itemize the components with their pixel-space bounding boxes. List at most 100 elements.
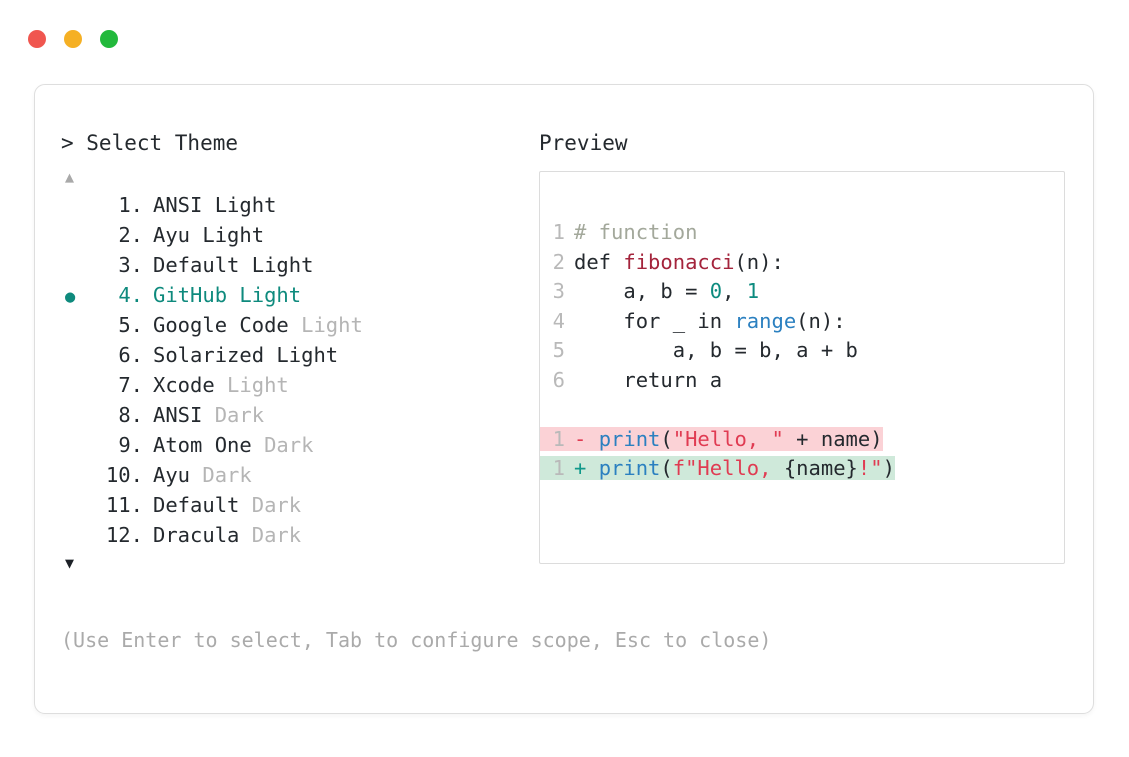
theme-item-variant: Dark [202,403,265,427]
theme-list-item[interactable]: 11.Default Dark [61,493,531,523]
code-token-plain: for _ in [574,308,735,333]
theme-item-name: Dracula [153,523,240,547]
code-line: 2 def fibonacci(n): [540,250,1064,280]
diff-line-highlight: 1+ print(f"Hello, {name}!") [540,456,895,480]
code-token-punct: ) [882,456,895,480]
code-token-punct: (n): [796,308,846,333]
code-line: 5 a, b = b, a + b [540,338,1064,368]
code-token-str: "Hello, " [672,426,784,451]
diff-line-del: 1- print("Hello, " + name) [540,426,1064,457]
theme-item-number: 8. [118,403,143,427]
theme-item-number: 6. [118,343,143,367]
theme-list-item[interactable]: 12.Dracula Dark [61,523,531,553]
code-line: 6 return a [540,368,1064,398]
minimize-dot[interactable] [64,30,82,48]
theme-item-variant: Dark [190,463,252,487]
code-token-plain: a, b = [574,279,710,303]
code-token-builtin: print [598,456,661,480]
bullet-placeholder [61,467,97,487]
bullet-placeholder [61,527,97,547]
theme-item-variant: Light [288,313,363,337]
maximize-dot[interactable] [100,30,118,48]
theme-item-variant: Dark [251,433,314,457]
code-token-builtin: range [734,308,797,333]
theme-item-number: 2. [118,223,143,247]
line-number: 2 [552,249,565,274]
diff-line-highlight: 1- print("Hello, " + name) [540,426,883,451]
theme-list-item[interactable]: 5.Google Code Light [61,313,531,343]
theme-item-name: ANSI [153,403,203,427]
diff-sign-del: - [574,426,599,451]
window-traffic-lights [28,30,118,48]
diff-line-content: print("Hello, " + name) [599,427,883,451]
scroll-down-icon[interactable]: ▼ [65,554,75,572]
bullet-placeholder [61,227,97,247]
code-token-builtin: print [598,426,661,451]
line-number: 6 [552,367,565,392]
theme-list-item[interactable]: 2. Ayu Light [61,223,531,253]
line-number: 5 [552,338,565,362]
bullet-placeholder [61,317,97,337]
theme-item-name: Atom One [153,433,252,457]
theme-list-item[interactable]: 3.Default Light [61,253,531,283]
keyboard-hint: (Use Enter to select, Tab to configure s… [61,628,772,652]
code-line-content: a, b = 0, 1 [574,279,759,303]
theme-item-number: 7. [118,373,143,397]
theme-list-item[interactable]: 8. ANSI Dark [61,403,531,433]
code-token-punct: (n): [734,249,784,274]
theme-item-number: 4. [118,283,143,307]
code-token-plain: {name} [783,456,858,480]
line-number: 1 [552,426,565,451]
theme-picker-card: > Select Theme ▲ 1. ANSI Light 2. Ayu Ligh… [34,84,1094,714]
diff-line-add: 1+ print(f"Hello, {name}!") [540,456,1064,486]
theme-list: 1. ANSI Light 2. Ayu Light 3.Default Light… [61,193,531,553]
code-token-keyword: def [574,249,624,274]
theme-item-name: Default Light [153,253,314,277]
theme-list-item[interactable]: 10. Ayu Dark [61,463,531,493]
theme-list-item[interactable]: 1. ANSI Light [61,193,531,223]
theme-list-item[interactable]: 7.Xcode Light [61,373,531,403]
theme-item-variant: Dark [239,523,302,547]
close-dot[interactable] [28,30,46,48]
bullet-placeholder [61,497,97,517]
bullet-placeholder [61,347,97,367]
diff-sign-add: + [574,456,599,480]
code-line-content: for _ in range(n): [574,308,846,333]
preview-label: Preview [539,131,628,155]
code-token-num: 0 [709,279,723,303]
line-number: 4 [552,308,565,333]
code-token-punct: ( [660,426,673,451]
theme-list-item[interactable]: 6. Solarized Light [61,343,531,373]
theme-list-item[interactable]: ●4.GitHub Light [61,283,531,313]
bullet-placeholder [61,437,97,457]
code-token-func: fibonacci [623,249,735,274]
bullet-placeholder [61,407,97,427]
line-number: 1 [552,220,565,244]
code-token-plain: return a [574,367,723,392]
theme-item-number: 5. [118,313,143,337]
scroll-up-icon[interactable]: ▲ [65,168,75,186]
line-number: 3 [552,279,565,303]
code-line-content: return a [574,368,722,392]
code-token-str: !" [857,456,883,480]
code-token-plain: + name) [783,426,883,451]
prompt-label: > Select Theme [61,131,239,155]
card-columns: > Select Theme ▲ 1. ANSI Light 2. Ayu Ligh… [35,85,1093,713]
theme-item-name: Solarized Light [153,343,339,367]
theme-item-number: 10. [105,463,143,487]
theme-item-variant: Dark [239,493,302,517]
bullet-placeholder [61,197,97,217]
theme-item-name: Ayu [153,463,191,487]
theme-list-item[interactable]: 9.Atom One Dark [61,433,531,463]
code-token-str: f"Hello, [672,456,784,480]
theme-selector: > Select Theme ▲ 1. ANSI Light 2. Ayu Ligh… [61,131,531,573]
theme-item-name: ANSI Light [153,193,277,217]
code-line: 1# function [540,220,1064,250]
code-spacer [540,397,1064,427]
theme-item-name: Ayu Light [153,223,265,247]
theme-item-number: 1. [118,193,143,217]
code-line-content: def fibonacci(n): [574,250,784,274]
theme-item-name: Default [153,493,240,517]
